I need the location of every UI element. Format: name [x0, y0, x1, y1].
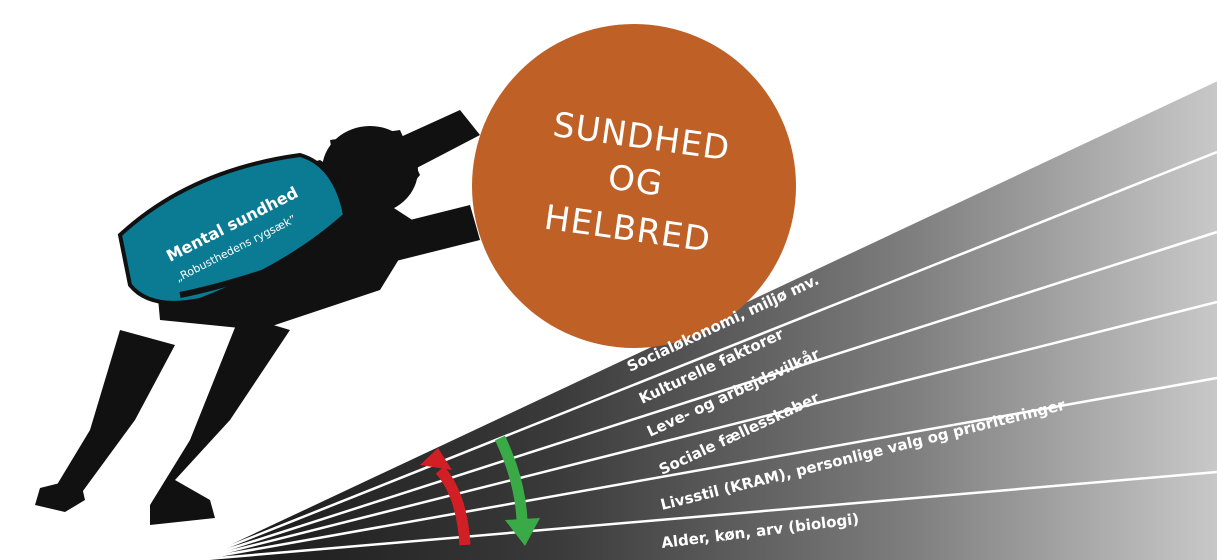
- ball-line-2: OG: [605, 157, 665, 204]
